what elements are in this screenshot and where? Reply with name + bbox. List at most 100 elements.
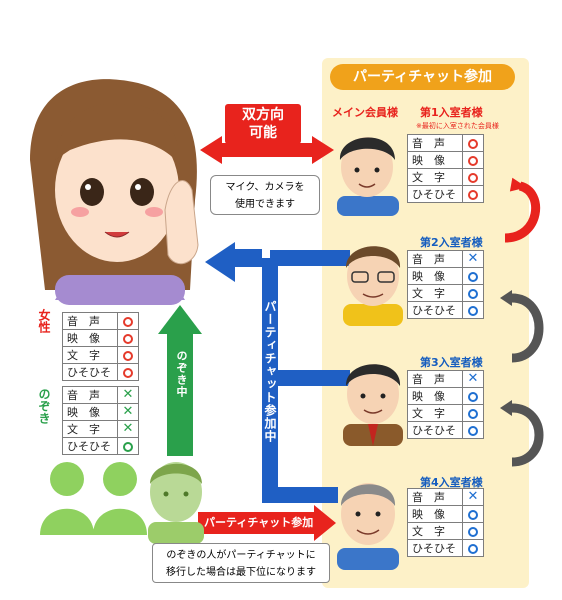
status-label: ひそひそ: [407, 421, 463, 439]
entrant-2-title: 第2入室者様: [420, 236, 483, 249]
speech-bubble-line1: マイク、カメラを: [225, 182, 305, 193]
status-row: 音 声✕: [407, 488, 484, 506]
status-row: 映 像: [407, 505, 484, 523]
status-row: 文 字: [407, 168, 484, 186]
rotate-arrow-3: [511, 403, 544, 467]
circle-mark-icon: [468, 271, 478, 282]
status-row: ひそひそ: [62, 363, 139, 381]
circle-mark-icon: [468, 425, 478, 436]
entrant-3-face: [343, 364, 403, 446]
entrant-3-status-table: 音 声 ✕ 映 像文 字ひそひそ: [407, 370, 484, 439]
party-vertical-label: パーティチャット参加中: [263, 300, 277, 443]
status-label: 映 像: [407, 387, 463, 405]
status-mark: ✕: [462, 488, 484, 506]
speech-bubble: マイク、カメラを 使用できます: [210, 175, 320, 215]
join-arrow-body: [198, 512, 316, 534]
cross-mark-icon: ✕: [467, 251, 479, 266]
entrant-4-title: 第4入室者様: [420, 476, 483, 489]
status-row: 文 字✕: [62, 420, 139, 438]
status-mark: [462, 387, 484, 405]
status-mark: ✕: [117, 403, 139, 421]
peeping-label: のぞき: [37, 388, 51, 424]
entrant-1-status-table: 音 声映 像文 字ひそひそ: [407, 134, 484, 203]
status-row: 映 像: [407, 151, 484, 169]
status-mark: [117, 312, 139, 330]
female-label: 女性: [37, 309, 51, 333]
status-label: 文 字: [407, 522, 463, 540]
status-row: 映 像✕: [62, 403, 139, 421]
status-row: 映 像: [407, 267, 484, 285]
status-row: ひそひそ: [407, 421, 484, 439]
cross-mark-icon: ✕: [467, 489, 479, 504]
status-label: 音 声: [62, 386, 118, 404]
circle-mark-icon: [468, 526, 478, 537]
female-status-table: 音 声映 像文 字ひそひそ: [62, 312, 139, 381]
status-label: 映 像: [407, 151, 463, 169]
woman-illustration: [30, 79, 199, 305]
party-arrow-body: [262, 258, 338, 503]
entrant-4-face: [337, 483, 399, 570]
status-mark: [462, 168, 484, 186]
status-mark: [462, 421, 484, 439]
status-row: 音 声 ✕: [62, 386, 139, 404]
status-mark: [462, 404, 484, 422]
status-mark: [117, 437, 139, 455]
status-label: ひそひそ: [407, 539, 463, 557]
status-label: ひそひそ: [407, 185, 463, 203]
entrant-1-title: 第1入室者様: [420, 106, 483, 119]
status-row: 映 像: [62, 329, 139, 347]
peeping-arrow-body: [167, 332, 193, 456]
status-row: 映 像: [407, 387, 484, 405]
status-label: 音 声: [407, 134, 463, 152]
circle-mark-icon: [123, 316, 133, 327]
cross-mark-icon: ✕: [122, 387, 134, 402]
status-row: ひそひそ: [62, 437, 139, 455]
status-row: 文 字: [407, 284, 484, 302]
circle-mark-icon: [468, 509, 478, 520]
status-label: 音 声: [62, 312, 118, 330]
status-mark: ✕: [462, 370, 484, 388]
circle-mark-icon: [468, 288, 478, 299]
bidirectional-line1: 双方向: [242, 107, 284, 123]
join-arrow-head: [314, 505, 336, 541]
status-row: 文 字: [62, 346, 139, 364]
cross-mark-icon: ✕: [467, 371, 479, 386]
status-mark: ✕: [117, 386, 139, 404]
speech-bubble-line2: 使用できます: [235, 199, 295, 210]
party-banner: パーティチャット参加: [330, 64, 515, 90]
status-label: 音 声: [407, 370, 463, 388]
status-label: 映 像: [407, 505, 463, 523]
circle-mark-icon: [468, 189, 478, 200]
circle-mark-icon: [468, 155, 478, 166]
status-label: 文 字: [407, 168, 463, 186]
rotate-arrow-1: [504, 181, 540, 243]
status-row: 文 字: [407, 404, 484, 422]
circle-mark-icon: [123, 333, 133, 344]
main-member-title: メイン会員様: [332, 106, 398, 119]
bidirectional-label: 双方向 可能: [225, 104, 301, 144]
status-label: 音 声: [407, 250, 463, 268]
cross-mark-icon: ✕: [122, 421, 134, 436]
circle-mark-icon: [468, 138, 478, 149]
status-mark: [462, 151, 484, 169]
status-row: 音 声 ✕: [407, 250, 484, 268]
status-mark: [117, 363, 139, 381]
status-label: ひそひそ: [62, 363, 118, 381]
circle-mark-icon: [468, 172, 478, 183]
status-label: 映 像: [62, 329, 118, 347]
status-label: 文 字: [407, 284, 463, 302]
entrant-3-title: 第3入室者様: [420, 356, 483, 369]
status-row: 文 字: [407, 522, 484, 540]
footer-note-line2: 移行した場合は最下位になります: [166, 567, 316, 578]
status-label: 文 字: [62, 346, 118, 364]
status-mark: [462, 284, 484, 302]
bidirectional-line2: 可能: [249, 125, 277, 141]
circle-mark-icon: [468, 408, 478, 419]
entrant-2-face: [343, 246, 403, 326]
circle-mark-icon: [468, 391, 478, 402]
party-arrow-head: [205, 242, 235, 282]
peeping-arrow-head: [158, 305, 202, 334]
status-mark: [462, 539, 484, 557]
cross-mark-icon: ✕: [122, 404, 134, 419]
